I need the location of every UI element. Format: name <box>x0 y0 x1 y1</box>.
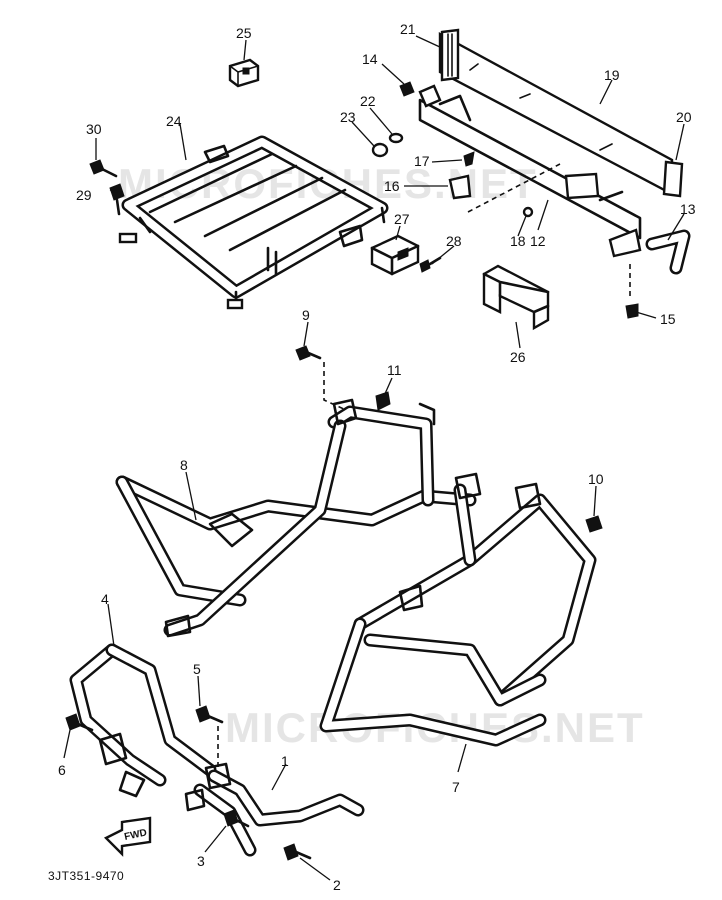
part-6-bolt <box>65 713 94 732</box>
part-9-bolt <box>295 345 347 411</box>
leader-lines <box>63 35 685 881</box>
callout-5: 5 <box>193 661 201 677</box>
callout-16: 16 <box>384 178 400 194</box>
part-12-rail <box>418 94 642 258</box>
part-22-washer <box>388 132 404 144</box>
callout-10: 10 <box>588 471 604 487</box>
callout-9: 9 <box>302 307 310 323</box>
callout-3: 3 <box>197 853 205 869</box>
callout-11: 11 <box>387 362 402 378</box>
part-11-collar <box>375 391 391 411</box>
callout-26: 26 <box>510 349 526 365</box>
callout-24: 24 <box>166 113 182 129</box>
callout-4: 4 <box>101 591 109 607</box>
callout-1: 1 <box>281 753 289 769</box>
callout-20: 20 <box>676 109 692 125</box>
diagram-code: 3JT351-9470 <box>48 869 124 883</box>
part-3-bolt <box>223 809 250 828</box>
part-20-strip <box>662 160 684 198</box>
part-5-bolt <box>195 705 224 770</box>
part-2-bolt <box>283 843 312 861</box>
callout-25: 25 <box>236 25 252 41</box>
callout-28: 28 <box>446 233 462 249</box>
callout-21: 21 <box>400 21 416 37</box>
part-26-u-block <box>482 264 550 331</box>
part-4-guard <box>69 643 217 798</box>
part-21-strip <box>440 28 460 82</box>
callout-8: 8 <box>180 457 188 473</box>
callout-14: 14 <box>362 51 378 67</box>
callout-13: 13 <box>680 201 696 217</box>
callout-2: 2 <box>333 877 341 893</box>
part-8-guard <box>115 398 477 638</box>
part-25-block <box>228 58 260 88</box>
callout-12: 12 <box>530 233 546 249</box>
part-10-collar <box>585 515 603 533</box>
callout-15: 15 <box>660 311 676 327</box>
forward-arrow-icon: FWD <box>103 816 152 857</box>
part-27-bracket <box>370 234 420 276</box>
callout-30: 30 <box>86 121 102 137</box>
forward-label: FWD <box>123 827 148 842</box>
callout-29: 29 <box>76 187 92 203</box>
part-1-guard <box>184 762 365 857</box>
part-17-rivet <box>463 151 475 167</box>
callout-6: 6 <box>58 762 66 778</box>
callout-23: 23 <box>340 109 356 125</box>
part-7-guard <box>319 472 597 747</box>
callout-19: 19 <box>604 67 620 83</box>
callout-18: 18 <box>510 233 526 249</box>
part-24-rear-carrier <box>118 135 389 310</box>
part-16-bracket <box>448 174 472 200</box>
part-30-bolt <box>89 159 118 178</box>
callout-17: 17 <box>414 153 430 169</box>
part-13-handle <box>645 229 691 275</box>
callout-27: 27 <box>394 211 410 227</box>
part-14-clip <box>399 81 442 108</box>
callout-22: 22 <box>360 93 376 109</box>
callout-7: 7 <box>452 779 460 795</box>
part-18-nut <box>522 206 534 218</box>
part-15-bolt <box>625 260 639 319</box>
part-23-collar <box>371 142 389 158</box>
